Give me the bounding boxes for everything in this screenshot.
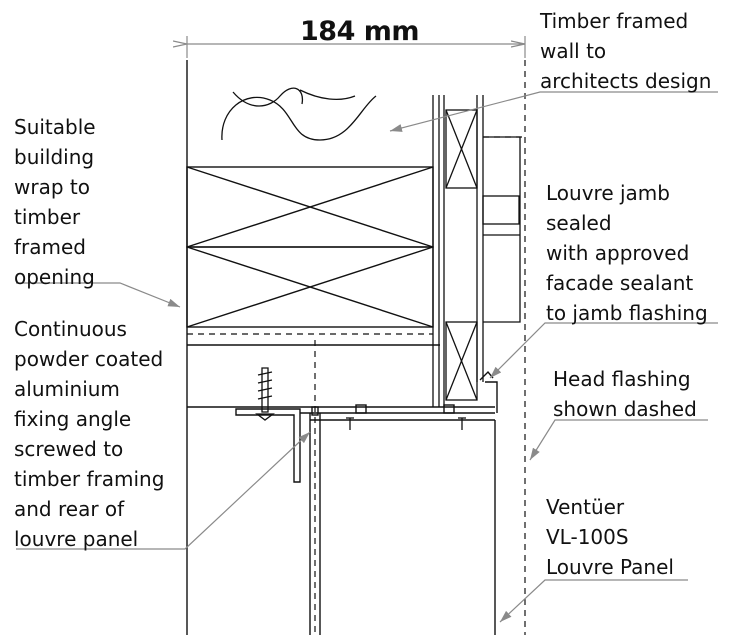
label-line: to jamb flashing: [546, 301, 708, 325]
label-line: wrap to: [14, 175, 90, 199]
label-line: with approved: [546, 241, 690, 265]
label-line: louvre panel: [14, 527, 139, 551]
opening-head: [187, 344, 440, 408]
wall-lining: [432, 95, 484, 407]
label-louvre-jamb: Louvre jamb sealed with approved facade …: [546, 178, 708, 328]
label-line: architects design: [540, 69, 712, 93]
label-line: screwed to: [14, 437, 124, 461]
label-head-flashing: Head flashing shown dashed: [553, 364, 697, 424]
label-line: powder coated: [14, 347, 164, 371]
fixing-angle: [235, 408, 301, 483]
screws: [255, 367, 466, 430]
label-line: Louvre jamb: [546, 181, 670, 205]
label-line: Head flashing: [553, 367, 691, 391]
label-line: Louvre Panel: [546, 555, 674, 579]
dimension-label: 184 mm: [300, 16, 420, 47]
insulation-symbol: [221, 87, 377, 141]
label-line: fixing angle: [14, 407, 132, 431]
label-line: Suitable: [14, 115, 96, 139]
label-line: sealed: [546, 211, 612, 235]
dimension-line: [187, 36, 526, 58]
label-line: framed: [14, 235, 87, 259]
cavity-battens: [445, 109, 478, 401]
head-flashing: [187, 60, 526, 635]
leader-lines: [16, 91, 718, 623]
label-fixing-angle: Continuous powder coated aluminium fixin…: [14, 314, 164, 554]
label-line: shown dashed: [553, 397, 697, 421]
label-line: wall to: [540, 39, 607, 63]
label-timber-framed-wall: Timber framed wall to architects design: [540, 6, 711, 96]
wall-outline: [186, 60, 496, 635]
label-line: aluminium: [14, 377, 120, 401]
label-line: timber: [14, 205, 81, 229]
label-line: Ventüer: [546, 495, 625, 519]
label-line: facade sealant: [546, 271, 694, 295]
label-building-wrap: Suitable building wrap to timber framed …: [14, 112, 96, 292]
label-line: Continuous: [14, 317, 127, 341]
cladding: [482, 136, 521, 323]
label-line: Timber framed: [540, 9, 689, 33]
label-line: timber framing: [14, 467, 165, 491]
label-line: opening: [14, 265, 95, 289]
label-line: building: [14, 145, 95, 169]
label-line: and rear of: [14, 497, 125, 521]
label-louvre-panel: Ventüer VL-100S Louvre Panel: [546, 492, 674, 582]
label-line: VL-100S: [546, 525, 629, 549]
louvre-head: [300, 370, 498, 635]
timber-framing: [186, 166, 434, 328]
